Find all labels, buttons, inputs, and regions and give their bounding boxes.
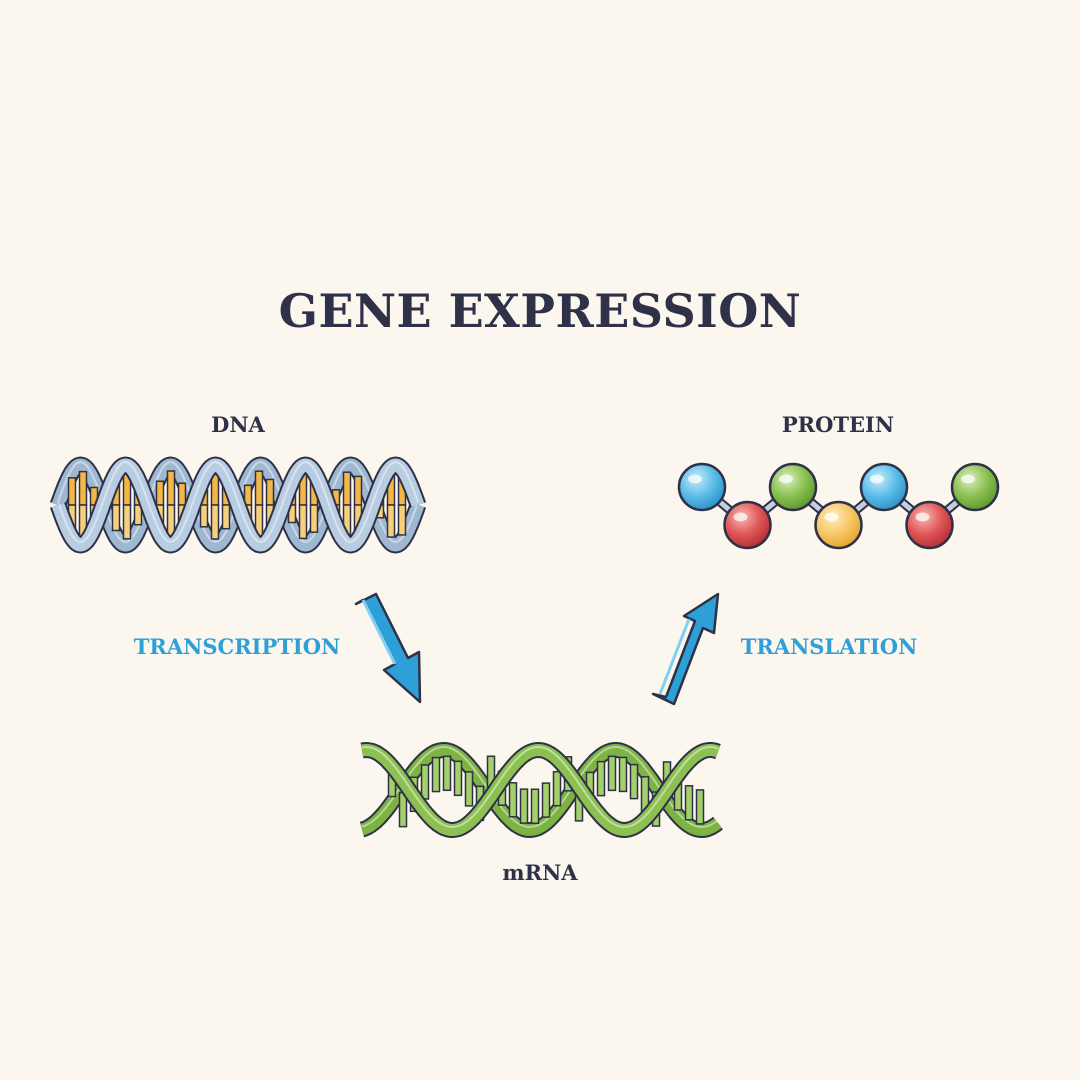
- mrna-base: [695, 789, 705, 825]
- dna-base: [353, 475, 363, 506]
- protein-label: PROTEIN: [781, 412, 895, 437]
- dna-base: [78, 470, 88, 506]
- mrna-base: [618, 756, 628, 793]
- mrna-base: [519, 788, 529, 824]
- mrna-base: [442, 755, 452, 792]
- dna-base: [221, 504, 231, 530]
- dna-base: [298, 504, 308, 540]
- mrna-strand-icon: [356, 742, 724, 838]
- dna-base: [265, 478, 275, 506]
- mrna-base: [431, 756, 441, 793]
- amino-acid-shine: [688, 474, 702, 484]
- dna-base: [122, 504, 132, 540]
- transcription-arrow-icon: [354, 592, 422, 704]
- mrna-base: [596, 760, 606, 797]
- mrna-base: [420, 764, 430, 800]
- amino-acid-shine: [915, 512, 930, 522]
- amino-acid-shine: [961, 474, 975, 484]
- mrna-front-strand: [356, 742, 724, 838]
- dna-base: [177, 482, 187, 506]
- mrna-base: [530, 788, 540, 825]
- mrna-label: mRNA: [502, 860, 578, 885]
- dna-base: [386, 504, 396, 538]
- mrna-base: [464, 771, 474, 807]
- amino-acid-green: [768, 462, 818, 512]
- mrna-base: [629, 763, 639, 800]
- dna-helix-icon: [50, 456, 427, 554]
- amino-acid-yellow: [814, 500, 863, 550]
- mrna-base: [552, 770, 562, 807]
- amino-acid-red: [723, 500, 772, 550]
- dna-base: [67, 477, 77, 506]
- amino-acid-shine: [779, 474, 793, 484]
- dna-label: DNA: [211, 412, 265, 437]
- amino-acid-blue: [859, 462, 909, 512]
- mrna-strand-a: [358, 744, 722, 836]
- amino-acid-red: [905, 500, 954, 550]
- dna-base: [133, 504, 143, 526]
- amino-acid-shine: [870, 474, 884, 484]
- protein-chain-icon: [677, 462, 1000, 550]
- amino-acid-shine: [733, 512, 748, 522]
- mrna-strand-b-highlight: [361, 745, 719, 829]
- dna-base: [342, 471, 352, 506]
- dna-base: [254, 470, 264, 506]
- dna-base: [210, 504, 220, 540]
- dna-front-strand: [50, 456, 427, 554]
- amino-acid-green: [950, 462, 1000, 512]
- page-title: GENE EXPRESSION: [278, 284, 802, 338]
- dna-base: [155, 480, 165, 506]
- dna-strand-a-highlight: [57, 460, 419, 544]
- dna-base: [111, 504, 121, 532]
- mrna-base: [684, 785, 694, 821]
- amino-acid-shine: [824, 512, 839, 522]
- dna-strand-a: [51, 458, 425, 552]
- mrna-base: [541, 782, 551, 818]
- mrna-base: [453, 760, 463, 797]
- mrna-base: [508, 782, 518, 818]
- mrna-strand-a-highlight: [361, 745, 719, 829]
- dna-base: [397, 504, 407, 536]
- dna-base: [166, 470, 176, 506]
- mrna-base: [607, 755, 617, 792]
- protein-amino-acids: [677, 462, 1000, 550]
- dna-base: [199, 504, 209, 528]
- transcription-label: TRANSCRIPTION: [133, 634, 341, 659]
- dna-base: [309, 504, 319, 533]
- amino-acid-blue: [677, 462, 727, 512]
- translation-label: TRANSLATION: [740, 634, 918, 659]
- translation-arrow-icon: [651, 592, 720, 706]
